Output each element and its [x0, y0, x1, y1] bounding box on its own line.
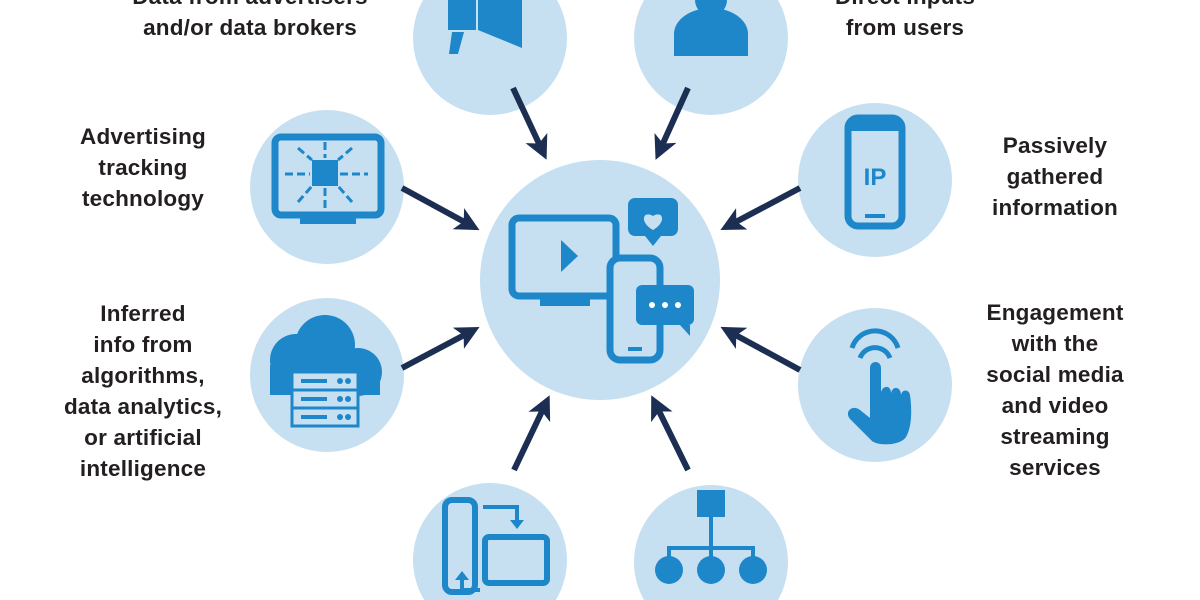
label-line: social media: [986, 362, 1124, 387]
arrow-inferred: [400, 326, 480, 371]
center-circle: [480, 160, 720, 400]
ip-label: IP: [864, 164, 887, 191]
label-line: Direct inputs: [835, 0, 975, 12]
user-icon: [674, 0, 748, 56]
label-line: or artificial: [84, 425, 202, 450]
cloud-server-icon: [270, 315, 382, 428]
label-engagement: Engagement with the social media and vid…: [986, 297, 1123, 483]
label-ad-tracking: Advertising tracking technology: [80, 121, 206, 214]
label-line: Passively: [1002, 133, 1108, 158]
label-line: gathered: [1006, 164, 1104, 189]
label-line: Data from advertisers: [132, 0, 368, 12]
label-line: info from: [93, 332, 193, 357]
devices-social-media-icon: [508, 198, 694, 364]
label-line: Engagement: [986, 300, 1124, 325]
label-line: Advertising: [80, 124, 206, 149]
circle-device-sync: [413, 483, 567, 600]
label-line: information: [992, 195, 1118, 220]
circle-ad-tracking: [250, 110, 404, 264]
label-line: streaming: [1000, 424, 1110, 449]
device-sync-icon: [442, 497, 550, 595]
label-passive: Passively gathered information: [992, 130, 1118, 223]
label-line: with the: [1011, 331, 1099, 356]
label-line: Inferred: [100, 301, 186, 326]
arrow-hierarchy: [651, 395, 691, 472]
label-line: and/or data brokers: [143, 15, 357, 40]
arrow-engagement: [720, 326, 802, 373]
arrow-ad-tracking: [400, 185, 480, 231]
label-advertisers: Data from advertisers and/or data broker…: [132, 0, 368, 43]
label-line: data analytics,: [63, 394, 223, 419]
arrow-direct-inputs: [654, 86, 691, 160]
label-line: technology: [81, 186, 205, 211]
label-inferred: Inferred info from algorithms, data anal…: [64, 298, 222, 484]
label-line: intelligence: [79, 456, 207, 481]
hierarchy-icon: [655, 490, 767, 584]
circle-passive: [798, 103, 952, 257]
arrow-passive: [720, 185, 802, 231]
label-line: services: [1009, 455, 1101, 480]
label-line: tracking: [98, 155, 188, 180]
touch-hand-icon: [847, 328, 912, 445]
arrow-advertisers: [510, 86, 548, 160]
circle-direct-inputs: [634, 0, 788, 115]
megaphone-icon: [448, 0, 522, 54]
label-direct-inputs: Direct inputs from users: [835, 0, 975, 43]
phone-ip-icon: IP: [844, 114, 906, 230]
arrow-device-sync: [511, 395, 551, 472]
label-line: algorithms,: [81, 363, 205, 388]
label-line: and video: [1001, 393, 1109, 418]
label-line: from users: [845, 15, 965, 40]
tracking-monitor-icon: [271, 133, 385, 224]
